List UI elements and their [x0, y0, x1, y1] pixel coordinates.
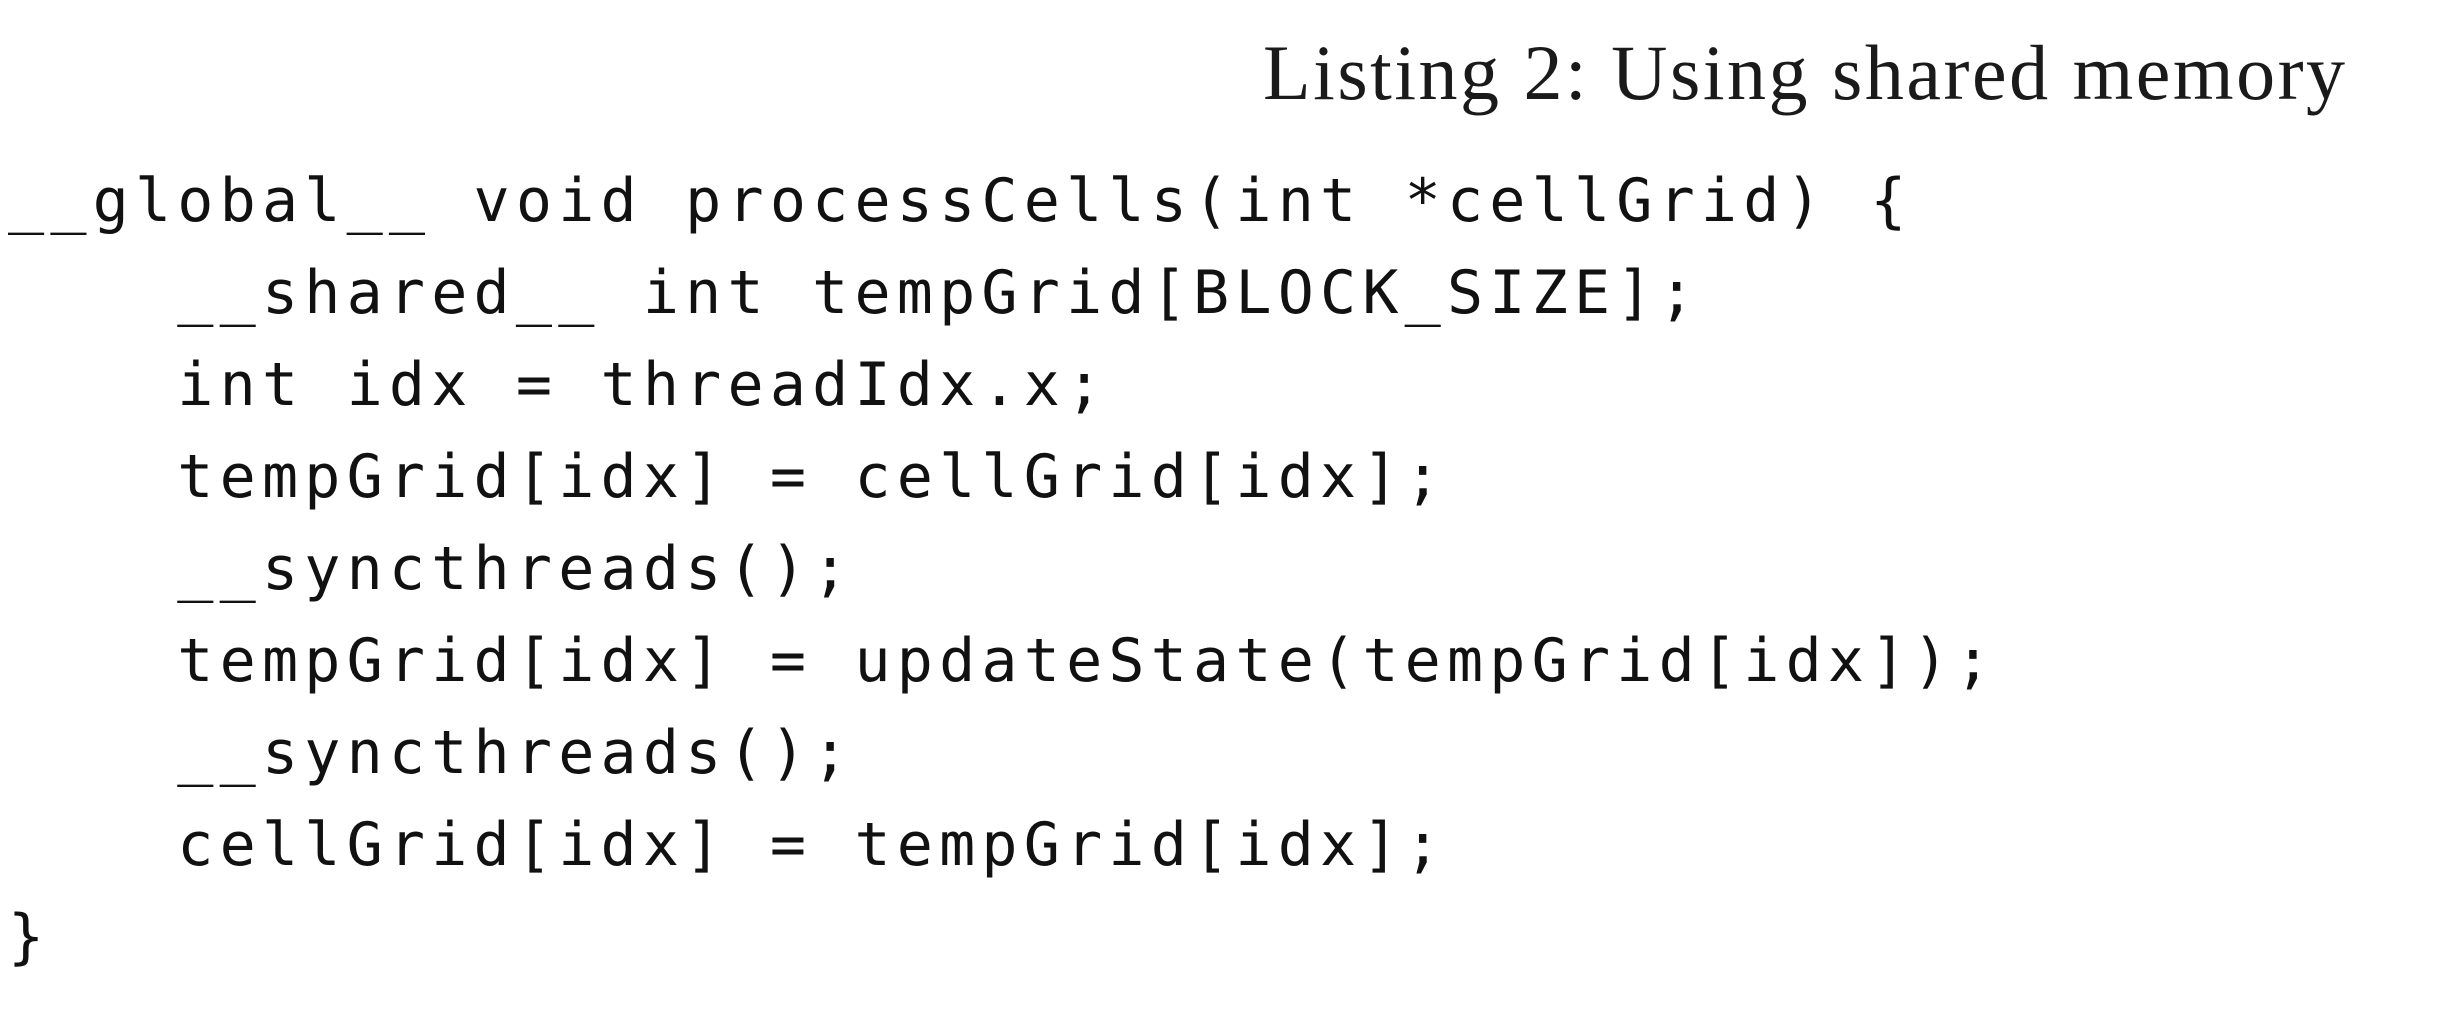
code-line: int idx = threadIdx.x; [8, 350, 1109, 420]
code-line: __syncthreads(); [8, 534, 855, 604]
code-line: tempGrid[idx] = cellGrid[idx]; [8, 442, 1447, 512]
code-line: } [8, 902, 51, 972]
code-line: __shared__ int tempGrid[BLOCK_SIZE]; [8, 258, 1701, 328]
code-line: __syncthreads(); [8, 718, 855, 788]
code-line: cellGrid[idx] = tempGrid[idx]; [8, 810, 1447, 880]
listing-caption: Listing 2: Using shared memory [1263, 29, 2348, 116]
code-listing: __global__ void processCells(int *cellGr… [8, 155, 1997, 983]
code-line: __global__ void processCells(int *cellGr… [8, 166, 1913, 236]
code-line: tempGrid[idx] = updateState(tempGrid[idx… [8, 626, 1998, 696]
